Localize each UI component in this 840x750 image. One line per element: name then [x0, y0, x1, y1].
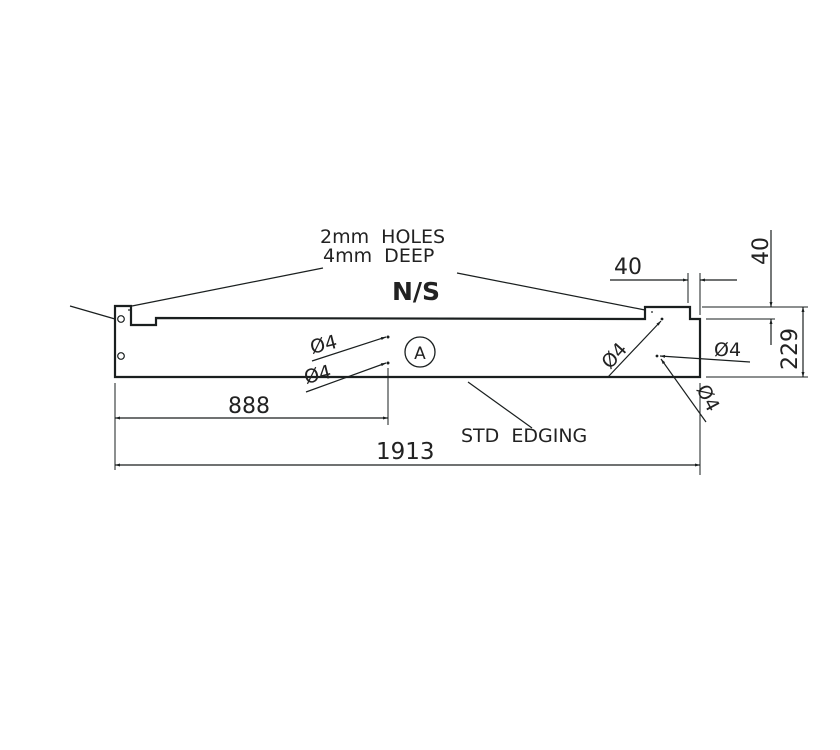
hole-callout-4: Ø4	[714, 339, 741, 361]
panel-label: N/S	[392, 277, 440, 306]
panel-outline	[113, 304, 702, 379]
svg-text:40: 40	[749, 237, 774, 265]
section-marker: A	[404, 336, 436, 368]
svg-text:888: 888	[228, 394, 270, 419]
hole-callout-1: Ø4	[308, 331, 340, 359]
dimension-888: 888	[115, 394, 388, 420]
svg-text:1913: 1913	[376, 439, 435, 465]
dimension-notch-width: 40	[610, 255, 737, 282]
svg-text:40: 40	[614, 255, 642, 280]
holes-note-line2: 4mm DEEP	[323, 245, 434, 267]
left-leader	[69, 305, 116, 320]
svg-text:229: 229	[778, 328, 803, 370]
right-holes	[607, 311, 751, 423]
holes-note-leaders	[131, 267, 646, 311]
edging-leader	[467, 381, 533, 429]
hole-callout-2: Ø4	[302, 361, 334, 389]
middle-holes	[305, 335, 390, 393]
end-holes	[117, 309, 130, 360]
dimension-229: 229	[778, 307, 805, 377]
svg-text:A: A	[414, 344, 426, 364]
dimension-1913: 1913	[115, 439, 700, 467]
hole-callout-5: Ø4	[692, 381, 724, 415]
hole-callout-3: Ø4	[597, 339, 631, 374]
edging-label: STD EDGING	[461, 425, 587, 447]
dimension-notch-depth: 40	[749, 230, 774, 345]
holes-note-line1: 2mm HOLES	[320, 226, 445, 248]
